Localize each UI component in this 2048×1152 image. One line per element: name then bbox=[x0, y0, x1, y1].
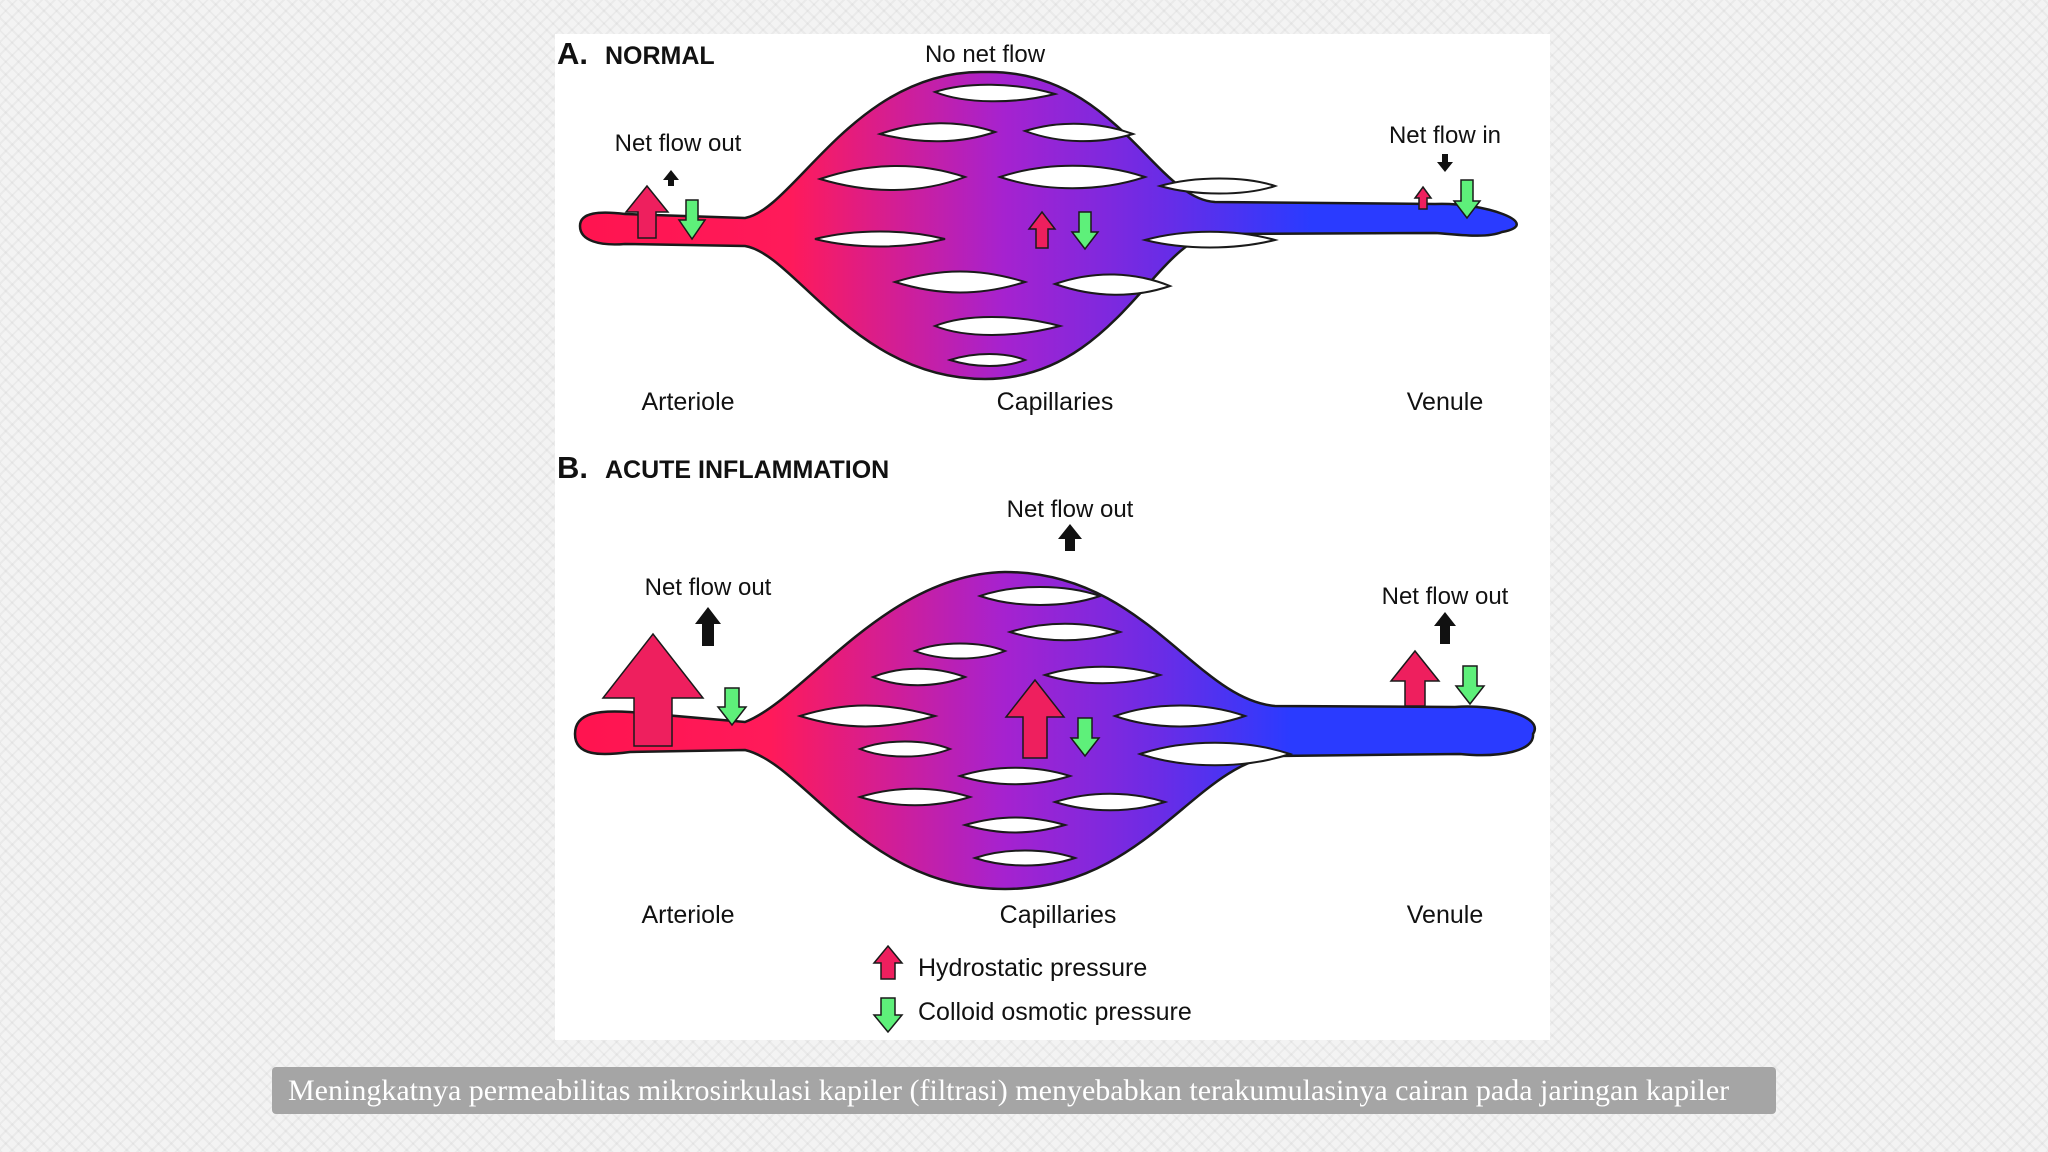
panel-b-gap bbox=[796, 704, 939, 728]
panel-a-capillary-colloid-arrow bbox=[1070, 211, 1100, 251]
panel-b-gap bbox=[1006, 622, 1124, 642]
microcirculation-diagram: A. NORMAL No net flow Net flow out Net f… bbox=[555, 34, 1550, 1040]
panel-b-capillary-colloid-arrow bbox=[1069, 717, 1101, 758]
panel-a: A. NORMAL No net flow Net flow out Net f… bbox=[557, 36, 1518, 416]
panel-b-left-net-flow-arrow bbox=[695, 607, 721, 646]
panel-b-vessel-body bbox=[573, 570, 1537, 891]
panel-b-letter: B. bbox=[557, 450, 588, 485]
panel-b-gap bbox=[971, 849, 1079, 867]
panel-b-top-net-flow-out: Net flow out bbox=[1007, 496, 1134, 523]
legend-colloid-icon bbox=[872, 997, 904, 1034]
diagram-svg: A. NORMAL No net flow Net flow out Net f… bbox=[557, 36, 1537, 1034]
panel-a-net-flow-out: Net flow out bbox=[615, 130, 742, 157]
legend: Hydrostatic pressure Colloid osmotic pre… bbox=[872, 944, 1192, 1034]
caption-text: Meningkatnya permeabilitas mikrosirkulas… bbox=[288, 1074, 1730, 1107]
panel-a-net-flow-in-arrow bbox=[1437, 154, 1453, 172]
panel-b-venule-colloid-arrow bbox=[1454, 665, 1486, 706]
panel-b-venule-label: Venule bbox=[1407, 901, 1483, 929]
panel-b-top-net-flow-arrow bbox=[1058, 524, 1082, 551]
panel-b-gap bbox=[856, 787, 974, 807]
panel-b-gap bbox=[912, 642, 1008, 660]
panel-a-gap bbox=[814, 230, 946, 248]
panel-b-arteriole-label: Arteriole bbox=[641, 901, 734, 929]
panel-b-title: ACUTE INFLAMMATION bbox=[605, 456, 889, 484]
panel-a-capillaries-label: Capillaries bbox=[997, 388, 1114, 416]
panel-a-gap bbox=[876, 122, 999, 143]
legend-hydrostatic-label: Hydrostatic pressure bbox=[918, 954, 1147, 982]
panel-a-capillary-hydrostatic-arrow bbox=[1027, 210, 1057, 249]
panel-b-arteriole-colloid-arrow bbox=[716, 687, 748, 727]
panel-b-right-net-flow-out: Net flow out bbox=[1382, 583, 1509, 610]
panel-b-gap bbox=[870, 667, 968, 687]
panel-b-gap bbox=[961, 816, 1069, 834]
panel-a-gap bbox=[946, 353, 1028, 367]
legend-colloid-label: Colloid osmotic pressure bbox=[918, 998, 1192, 1026]
panel-a-venule-label: Venule bbox=[1407, 388, 1483, 416]
panel-a-venule-colloid-arrow bbox=[1452, 179, 1482, 220]
panel-a-gap bbox=[1021, 122, 1137, 143]
caption-bar: Meningkatnya permeabilitas mikrosirkulas… bbox=[272, 1067, 1776, 1114]
panel-b-left-net-flow-out: Net flow out bbox=[645, 574, 772, 601]
panel-b-gap bbox=[1136, 741, 1294, 767]
panel-a-gap bbox=[932, 83, 1059, 103]
panel-a-arteriole-colloid-arrow bbox=[677, 199, 707, 241]
panel-a-gap bbox=[932, 316, 1064, 336]
panel-b-gap bbox=[1111, 704, 1249, 728]
panel-a-title: NORMAL bbox=[605, 42, 715, 70]
panel-b-gap bbox=[976, 586, 1104, 606]
legend-hydrostatic-icon bbox=[872, 944, 904, 980]
panel-a-gap bbox=[891, 270, 1029, 294]
panel-a-gap bbox=[816, 165, 968, 191]
panel-a-gap bbox=[1141, 230, 1279, 249]
panel-b-gap bbox=[1041, 665, 1164, 685]
panel-a-capillary-gaps bbox=[814, 83, 1279, 367]
panel-b-gap bbox=[956, 766, 1074, 786]
panel-a-letter: A. bbox=[557, 36, 588, 71]
panel-b-arteriole-hydrostatic-arrow bbox=[601, 632, 705, 747]
panel-a-net-flow-in: Net flow in bbox=[1389, 122, 1501, 149]
panel-a-arteriole-label: Arteriole bbox=[641, 388, 734, 416]
panel-b-gap bbox=[857, 740, 953, 758]
panel-b-capillary-hydrostatic-arrow bbox=[1004, 678, 1066, 759]
panel-a-gap bbox=[1156, 177, 1279, 195]
panel-b-capillaries-label: Capillaries bbox=[1000, 901, 1117, 929]
panel-b-vessel-network bbox=[573, 570, 1537, 891]
panel-a-no-net-flow: No net flow bbox=[925, 41, 1046, 68]
panel-a-gap bbox=[1051, 273, 1173, 296]
panel-b-right-net-flow-arrow bbox=[1434, 612, 1456, 644]
panel-b-venule-hydrostatic-arrow bbox=[1389, 649, 1441, 707]
panel-a-gap bbox=[996, 164, 1149, 190]
panel-b-capillary-gaps bbox=[796, 586, 1294, 867]
panel-b-gap bbox=[1051, 792, 1169, 812]
panel-a-net-flow-out-arrow bbox=[663, 170, 679, 186]
panel-a-venule-hydrostatic-arrow bbox=[1413, 185, 1433, 210]
panel-b: B. ACUTE INFLAMMATION Net flow out Net f… bbox=[557, 450, 1537, 929]
panel-a-arteriole-hydrostatic-arrow bbox=[624, 184, 670, 239]
